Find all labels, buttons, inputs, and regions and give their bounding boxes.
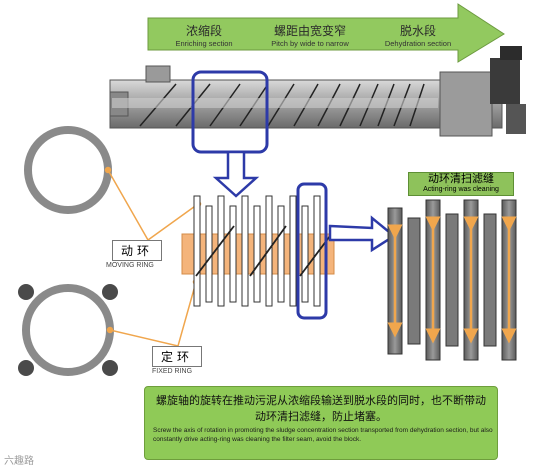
fixed-ring-icon xyxy=(18,284,118,376)
section-pitch: 螺距由宽变窄 Pitch by wide to narrow xyxy=(250,22,370,48)
section-enriching: 浓缩段 Enriching section xyxy=(160,22,248,48)
process-arrow xyxy=(147,3,505,63)
cleaning-label-en: Acting-ring was cleaning xyxy=(423,186,499,193)
cleaning-label-zh: 动环清扫滤缝 xyxy=(428,172,494,185)
ring-stack xyxy=(181,195,335,307)
fixed-ring-label-en: FIXED RING xyxy=(152,368,193,375)
cleaning-motion-arrows xyxy=(387,216,517,344)
section-pitch-en: Pitch by wide to narrow xyxy=(271,39,349,48)
moving-ring-icon xyxy=(24,126,112,214)
explanation-zh: 螺旋轴的旋转在推动污泥从浓缩段输送到脱水段的同时，也不断带动动环清扫滤缝，防止堵… xyxy=(156,394,486,423)
section-enriching-zh: 浓缩段 xyxy=(185,24,222,38)
zoom-arrow xyxy=(212,150,260,198)
fixed-ring-label: 定环 xyxy=(152,346,203,367)
explanation-note: 螺旋轴的旋转在推动污泥从浓缩段输送到脱水段的同时，也不断带动动环清扫滤缝，防止堵… xyxy=(144,386,498,460)
filter-plates xyxy=(387,199,517,361)
screw-machine xyxy=(109,46,526,137)
section-pitch-zh: 螺距由宽变窄 xyxy=(273,24,346,38)
watermark: 六趣路 xyxy=(4,456,34,467)
section-dehydration-en: Dehydration section xyxy=(384,39,452,48)
section-dehydration: 脱水段 Dehydration section xyxy=(368,22,468,48)
cleaning-label: 动环清扫滤缝 Acting-ring was cleaning xyxy=(408,172,514,196)
explanation-en: Screw the axis of rotation in promoting … xyxy=(153,427,493,443)
section-dehydration-zh: 脱水段 xyxy=(399,24,436,38)
section-enriching-en: Enriching section xyxy=(175,39,233,48)
moving-ring-label: 动环 xyxy=(112,240,163,261)
moving-ring-label-en: MOVING RING xyxy=(106,262,154,269)
detail-arrow xyxy=(328,215,397,253)
highlight-box-rings xyxy=(296,182,328,320)
